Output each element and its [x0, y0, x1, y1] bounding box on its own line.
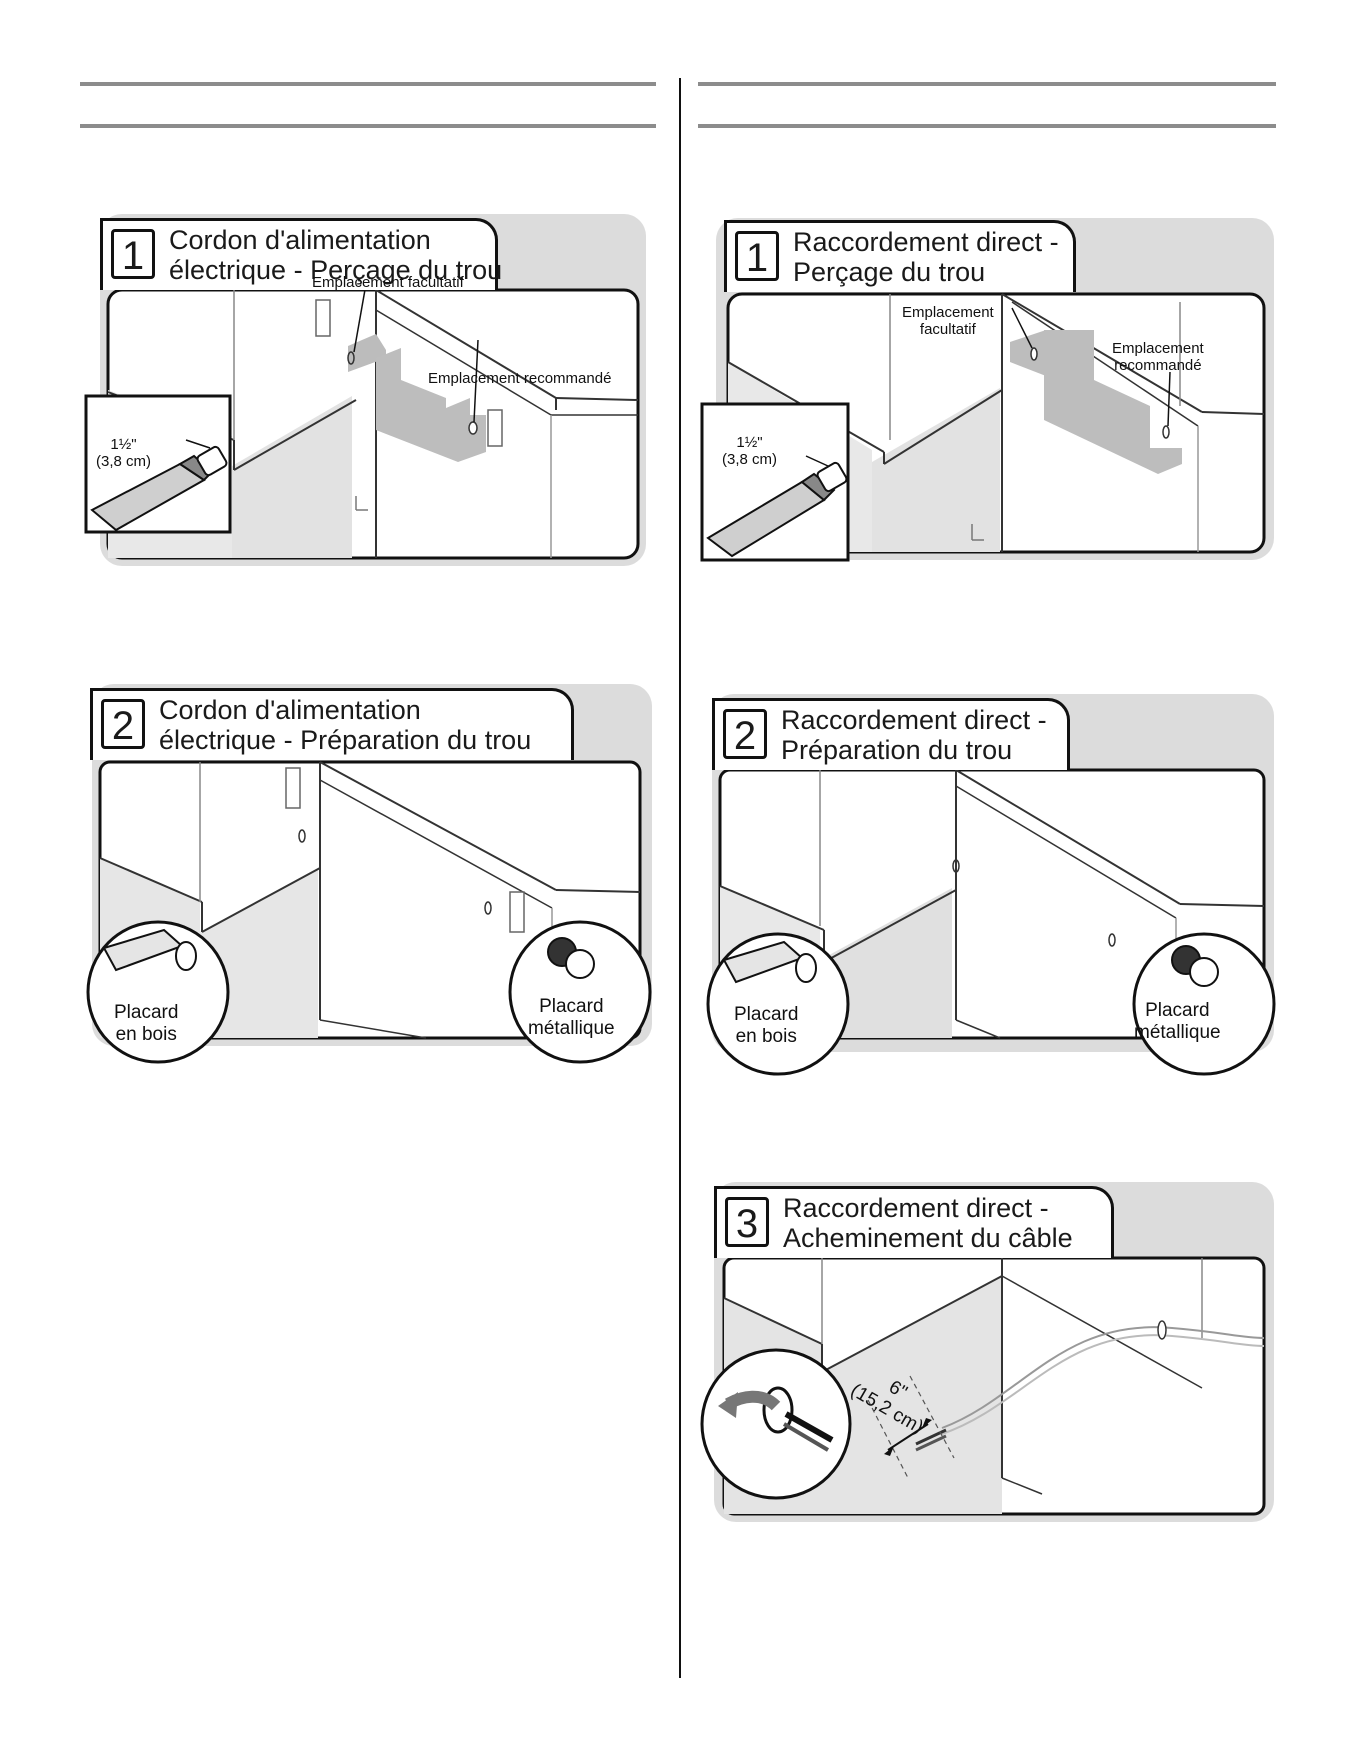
right-rule-top [698, 82, 1276, 86]
step-number: 1 [111, 229, 155, 279]
label-optional-location: Emplacement facultatif [312, 274, 464, 291]
label-wood-cabinet: Placard en bois [114, 1002, 179, 1045]
label-optional-location: Emplacement facultatif [902, 304, 994, 338]
step-title: Cordon d'alimentation électrique - Perça… [169, 225, 503, 285]
figure-direct-wiring-drilling: 1 Raccordement direct - Perçage du trou … [700, 212, 1276, 568]
left-rule-top [80, 82, 656, 86]
illustration-direct-preparation [706, 694, 1276, 1076]
step-header: 2 Raccordement direct - Préparation du t… [712, 698, 1070, 770]
label-wood-cabinet: Placard en bois [734, 1004, 799, 1047]
step-header: 3 Raccordement direct - Acheminement du … [714, 1186, 1114, 1258]
step-number: 2 [101, 699, 145, 749]
illustration-preparation [86, 684, 652, 1064]
right-rule-bottom [698, 124, 1276, 128]
step-header: 2 Cordon d'alimentation électrique - Pré… [90, 688, 574, 760]
label-recommended-location: Emplacement recommandé [428, 370, 612, 387]
step-title: Raccordement direct - Préparation du tro… [781, 705, 1047, 765]
label-hole-size: 1½" (3,8 cm) [96, 436, 152, 470]
figure-direct-wiring-routing: 3 Raccordement direct - Acheminement du … [700, 1178, 1276, 1528]
illustration-cable-routing [700, 1182, 1274, 1522]
figure-power-cord-drilling: 1 Cordon d'alimentation électrique - Per… [84, 210, 646, 570]
step-header: 1 Cordon d'alimentation électrique - Per… [100, 218, 502, 290]
label-metal-cabinet: Placard métallique [1134, 1000, 1221, 1043]
left-rule-bottom [80, 124, 656, 128]
step-title: Raccordement direct - Perçage du trou [793, 227, 1059, 287]
label-hole-size: 1½" (3,8 cm) [722, 434, 778, 468]
column-divider [679, 78, 681, 1678]
figure-direct-wiring-preparation: 2 Raccordement direct - Préparation du t… [700, 690, 1276, 1076]
label-recommended-location: Emplacement recommandé [1112, 340, 1204, 374]
figure-power-cord-preparation: 2 Cordon d'alimentation électrique - Pré… [86, 680, 652, 1065]
step-header: 1 Raccordement direct - Perçage du trou [724, 220, 1076, 292]
step-title: Cordon d'alimentation électrique - Prépa… [159, 695, 532, 755]
illustration-direct-drilling [700, 218, 1274, 562]
step-number: 2 [723, 709, 767, 759]
step-number: 1 [735, 231, 779, 281]
illustration-drilling [84, 214, 646, 566]
step-number: 3 [725, 1197, 769, 1247]
step-title: Raccordement direct - Acheminement du câ… [783, 1193, 1073, 1253]
label-metal-cabinet: Placard métallique [528, 996, 615, 1039]
